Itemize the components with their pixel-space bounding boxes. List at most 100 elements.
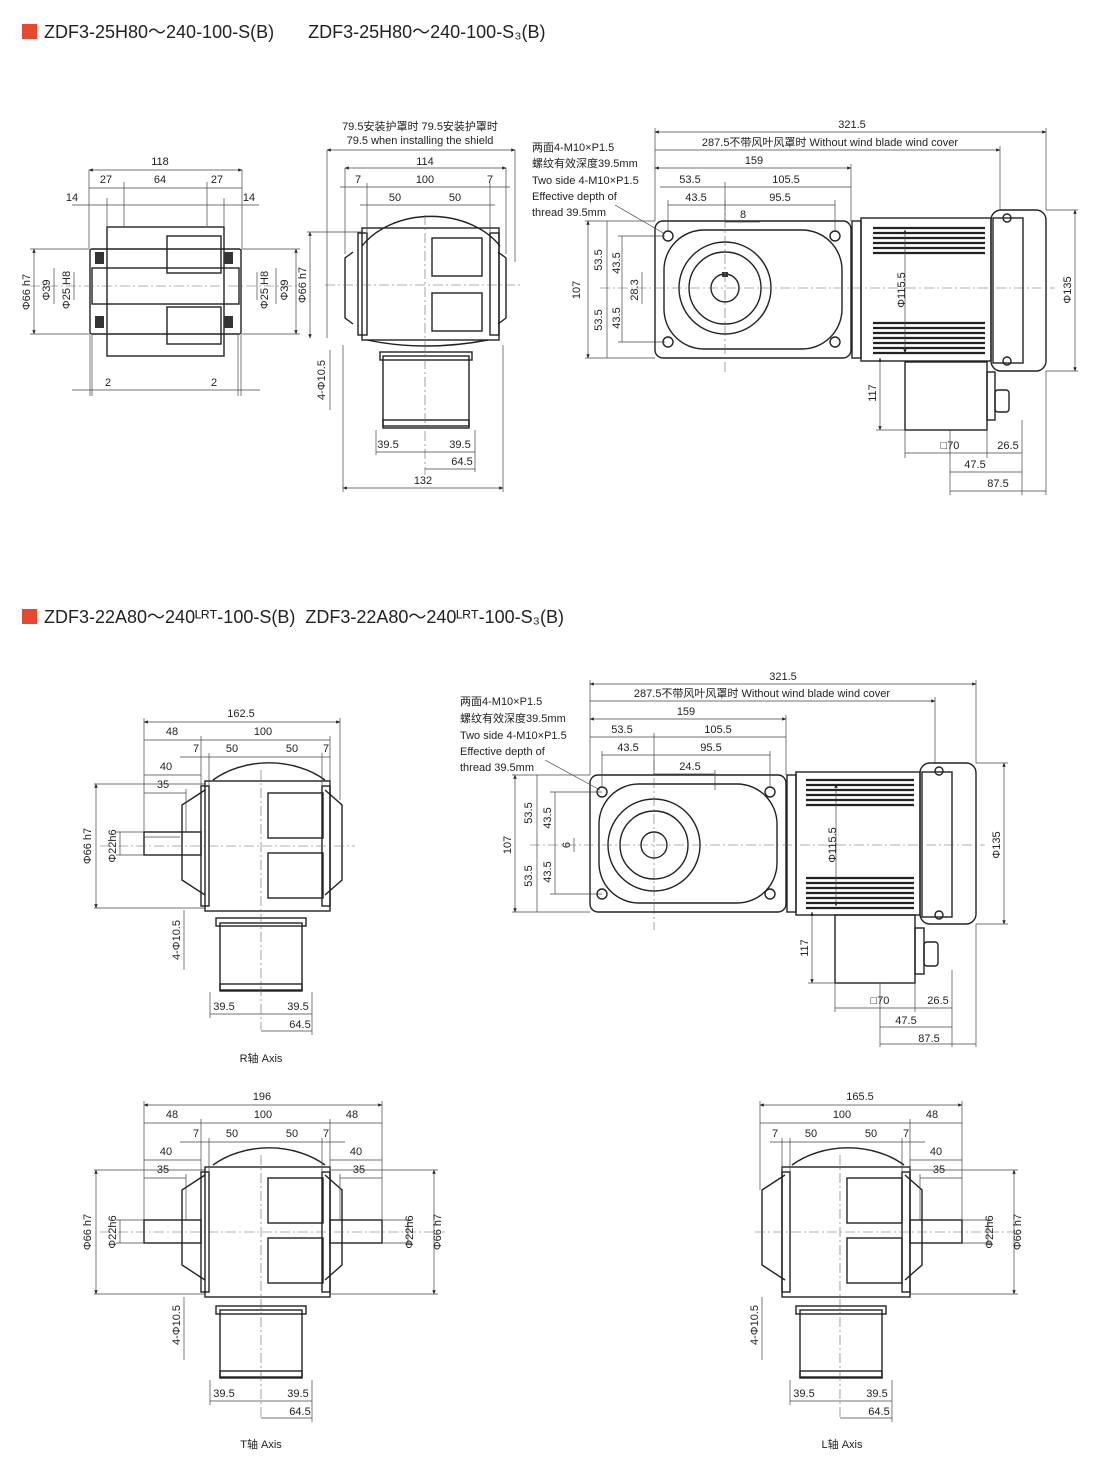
dim-7: 7 — [903, 1128, 909, 1140]
dim-phi115-5: Φ115.5 — [896, 272, 908, 308]
dim-26-5: 26.5 — [927, 995, 948, 1007]
dim-phi66: Φ66 h7 — [432, 1214, 444, 1250]
dim-100: 100 — [254, 1109, 272, 1121]
dim-39-5: 39.5 — [793, 1388, 814, 1400]
dim-phi66: Φ66 h7 — [21, 274, 33, 310]
dim-39-5: 39.5 — [213, 1388, 234, 1400]
svg-text:Two side 4-M10×P1.5: Two side 4-M10×P1.5 — [460, 730, 567, 742]
dim-phi22: Φ22h6 — [404, 1215, 416, 1248]
dim-48: 48 — [926, 1109, 938, 1121]
svg-text:thread 39.5mm: thread 39.5mm — [532, 207, 606, 219]
dim-24-5: 24.5 — [679, 761, 700, 773]
dim-phi66: Φ66 h7 — [82, 1214, 94, 1250]
dim-2: 2 — [211, 377, 217, 389]
dim-35: 35 — [157, 779, 169, 791]
dim-7: 7 — [772, 1128, 778, 1140]
dim-39-5: 39.5 — [287, 1001, 308, 1013]
model-title-1b: ZDF3-25H80～240-100-S₃(B) — [308, 22, 546, 42]
r-axis-label: R轴 Axis — [240, 1051, 283, 1065]
hollow-shaft-view: 118 27 64 27 14 14 2 2 Φ66 h7 Φ39 Φ25 H8… — [21, 156, 300, 396]
model-title-2b: ZDF3-22A80～240ᴸᴿᵀ-100-S₃(B) — [305, 607, 565, 627]
dim-50: 50 — [805, 1128, 817, 1140]
svg-text:Effective depth of: Effective depth of — [532, 191, 618, 203]
dim-159: 159 — [745, 155, 763, 167]
dim-4-phi10-5: 4-Φ10.5 — [171, 920, 183, 960]
dim-14: 14 — [243, 192, 255, 204]
dim-43-5: 43.5 — [611, 307, 623, 328]
dim-48: 48 — [346, 1109, 358, 1121]
dim-39-5: 39.5 — [213, 1001, 234, 1013]
dim-phi135: Φ135 — [1062, 276, 1074, 303]
dim-50: 50 — [286, 1128, 298, 1140]
side-view-1: 79.5安装护罩时 79.5安装护罩时 79.5 when installing… — [297, 119, 520, 492]
dim-105-5: 105.5 — [772, 174, 800, 186]
dim-48: 48 — [166, 726, 178, 738]
svg-text:螺纹有效深度39.5mm: 螺纹有效深度39.5mm — [532, 156, 638, 170]
dim-53-5: 53.5 — [611, 724, 632, 736]
dim-27: 27 — [211, 174, 223, 186]
model-title-2a: ZDF3-22A80～240ᴸᴿᵀ-100-S(B) — [44, 607, 296, 627]
dim-43-5: 43.5 — [617, 742, 638, 754]
dim-64-5: 64.5 — [289, 1406, 310, 1418]
t-axis-label: T轴 Axis — [240, 1437, 282, 1451]
dim-phi22: Φ22h6 — [984, 1215, 996, 1248]
dim-50: 50 — [226, 1128, 238, 1140]
dim-43-5: 43.5 — [542, 861, 554, 882]
dim-8: 8 — [740, 209, 746, 221]
dim-39-5: 39.5 — [866, 1388, 887, 1400]
dim-48: 48 — [166, 1109, 178, 1121]
dim-50: 50 — [226, 743, 238, 755]
red-square-icon — [22, 608, 37, 624]
dim-40: 40 — [160, 1146, 172, 1158]
dim-27: 27 — [100, 174, 112, 186]
dim-321-5: 321.5 — [769, 671, 797, 683]
motor-fins-2 — [806, 778, 914, 910]
dim-53-5: 53.5 — [523, 802, 535, 823]
motor-fins-1 — [873, 226, 985, 355]
dim-117: 117 — [867, 384, 879, 402]
front-view-1: 321.5 287.5不带风叶风罩时 Without wind blade wi… — [532, 119, 1078, 495]
dim-40: 40 — [350, 1146, 362, 1158]
dim-sq70: □70 — [871, 995, 890, 1007]
dim-53-5: 53.5 — [523, 865, 535, 886]
dim-100: 100 — [254, 726, 272, 738]
dim-50: 50 — [286, 743, 298, 755]
dim-4-phi10-5: 4-Φ10.5 — [749, 1305, 761, 1345]
dim-47-5: 47.5 — [964, 459, 985, 471]
dim-phi39: Φ39 — [279, 279, 291, 300]
dim-114: 114 — [416, 156, 434, 168]
dim-64-5: 64.5 — [289, 1019, 310, 1031]
dim-7: 7 — [355, 174, 361, 186]
shield-note-cn: 79.5安装护罩时 79.5安装护罩时 — [342, 119, 498, 133]
section1-title: ZDF3-25H80～240-100-S(B) ZDF3-25H80～240-1… — [22, 18, 546, 44]
dim-107: 107 — [571, 281, 583, 299]
dim-40: 40 — [160, 761, 172, 773]
dim-39-5: 39.5 — [449, 439, 470, 451]
r-axis-view: 162.5 48 100 7 50 50 7 40 35 Φ66 h7 Φ22h… — [82, 708, 355, 1065]
dim-132: 132 — [414, 475, 432, 487]
dim-100: 100 — [833, 1109, 851, 1121]
dim-phi25: Φ25 H8 — [259, 271, 271, 309]
dim-64-5: 64.5 — [868, 1406, 889, 1418]
svg-text:thread 39.5mm: thread 39.5mm — [460, 762, 534, 774]
dim-87-5: 87.5 — [987, 478, 1008, 490]
dim-107: 107 — [502, 836, 514, 854]
dim-95-5: 95.5 — [769, 192, 790, 204]
section2-title: ZDF3-22A80～240ᴸᴿᵀ-100-S(B) ZDF3-22A80～24… — [22, 603, 564, 629]
dim-phi66: Φ66 h7 — [297, 267, 309, 303]
svg-text:两面4-M10×P1.5: 两面4-M10×P1.5 — [532, 142, 614, 154]
dim-53-5: 53.5 — [679, 174, 700, 186]
shield-note-en: 79.5 when installing the shield — [347, 135, 494, 147]
dim-phi66: Φ66 h7 — [1012, 1214, 1024, 1250]
l-axis-label: L轴 Axis — [822, 1437, 863, 1451]
red-square-icon — [22, 23, 37, 39]
dim-2: 2 — [105, 377, 111, 389]
dim-87-5: 87.5 — [918, 1033, 939, 1045]
svg-text:Effective depth of: Effective depth of — [460, 746, 546, 758]
dim-phi66: Φ66 h7 — [82, 828, 94, 864]
l-axis-view: 165.5 100 48 7 50 50 7 40 35 Φ22h6 Φ66 h… — [749, 1091, 1025, 1451]
dim-40: 40 — [930, 1146, 942, 1158]
svg-text:两面4-M10×P1.5: 两面4-M10×P1.5 — [460, 696, 542, 708]
dim-165-5: 165.5 — [846, 1091, 874, 1103]
